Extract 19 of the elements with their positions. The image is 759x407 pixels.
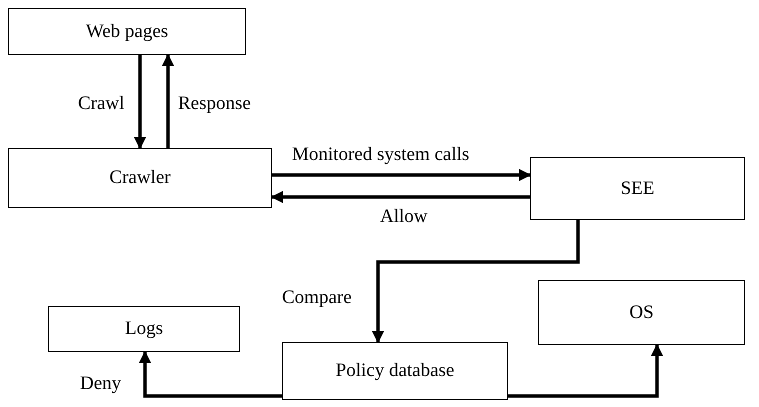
- arrow: [372, 220, 580, 344]
- arrow: [162, 54, 174, 148]
- process-box: [8, 148, 272, 208]
- arrow: [272, 168, 532, 182]
- box-label: Crawler: [109, 166, 171, 190]
- process-box: [48, 306, 240, 352]
- process-box: [530, 157, 745, 220]
- box-label: SEE: [620, 176, 654, 200]
- arrow: [134, 55, 146, 150]
- arrow: [270, 190, 530, 204]
- box-label: OS: [629, 300, 654, 324]
- arrow: [138, 350, 282, 398]
- box-label: Logs: [125, 317, 163, 341]
- process-box: [282, 342, 508, 400]
- arrow: [508, 344, 664, 398]
- process-box: [8, 8, 246, 55]
- box-label: Policy database: [336, 359, 454, 383]
- box-label: Web pages: [86, 20, 168, 44]
- process-box: [538, 280, 745, 345]
